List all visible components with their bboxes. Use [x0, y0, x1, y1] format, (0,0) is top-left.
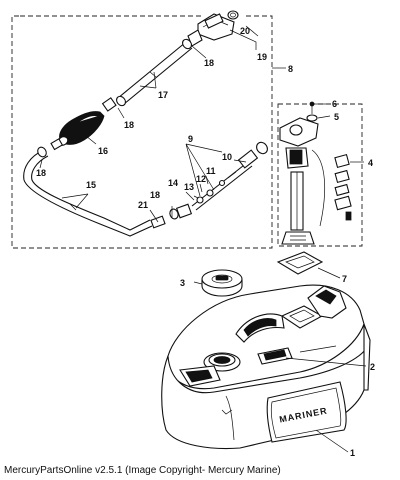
callout-15: 15: [86, 180, 96, 190]
callout-18-mid: 18: [124, 120, 134, 130]
hose-fittings-lower: [150, 203, 193, 229]
callout-18-top: 18: [204, 58, 214, 68]
callout-20: 20: [240, 26, 250, 36]
callout-19: 19: [257, 52, 267, 62]
fuel-hose-upper: [116, 38, 193, 107]
gauge-gasket: [276, 251, 324, 275]
fuel-cap: [201, 269, 243, 297]
fuel-line-assembly-boundary: [11, 15, 273, 249]
callout-18-low: 18: [150, 190, 160, 200]
callout-1: 1: [350, 448, 355, 458]
callout-4: 4: [368, 158, 373, 168]
fuel-gauge-group-boundary: [277, 103, 363, 247]
callout-numbers: 20 19 18 8 17 18 6 5 16 9 10 4 11 12 18 …: [36, 26, 375, 458]
callout-5: 5: [334, 112, 339, 122]
fuel-tank-parts-diagram: MARINER: [11, 10, 375, 458]
callout-18-left: 18: [36, 168, 46, 178]
callout-12: 12: [196, 174, 206, 184]
engine-connector-assembly: [191, 141, 268, 211]
callout-17: 17: [158, 90, 168, 100]
callout-8: 8: [288, 64, 293, 74]
image-caption: MercuryPartsOnline v2.5.1 (Image Copyrig…: [4, 465, 281, 476]
callout-10: 10: [222, 152, 232, 162]
callout-9: 9: [188, 134, 193, 144]
callout-13: 13: [184, 182, 194, 192]
callout-14: 14: [168, 178, 178, 188]
callout-16: 16: [98, 146, 108, 156]
callout-11: 11: [206, 166, 216, 176]
fuel-connector-fitting: [187, 10, 239, 47]
callout-7: 7: [342, 274, 347, 284]
fuel-gauge-group: [279, 101, 352, 245]
callout-6: 6: [332, 99, 337, 109]
callout-21: 21: [138, 200, 148, 210]
fuel-tank: MARINER: [161, 284, 371, 449]
callout-3: 3: [180, 278, 185, 288]
primer-bulb: [50, 97, 117, 151]
leader-lines: [39, 25, 367, 453]
fuel-hose-lower: [23, 146, 153, 237]
callout-2: 2: [370, 362, 375, 372]
